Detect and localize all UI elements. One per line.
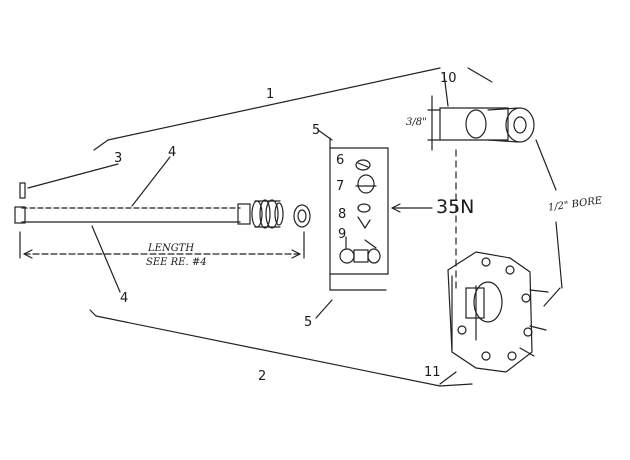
hardware-bracket xyxy=(315,129,433,319)
callout-4-bottom: 4 xyxy=(120,291,129,306)
length-reference-label: SEE RE. #4 xyxy=(146,257,207,268)
small-parts xyxy=(339,159,381,264)
callout-10: 10 xyxy=(440,71,457,86)
callout-8: 8 xyxy=(338,207,347,222)
callout-4-top: 4 xyxy=(168,145,177,160)
callout-2: 2 xyxy=(258,369,267,384)
callout-9: 9 xyxy=(338,227,347,242)
length-label: LENGTH xyxy=(148,243,195,254)
bottom-boundary-line xyxy=(89,309,473,387)
callout-5-bottom: 5 xyxy=(304,315,313,330)
callout-7: 7 xyxy=(336,179,345,194)
callout-11: 11 xyxy=(424,365,441,380)
top-boundary-line xyxy=(93,67,493,151)
shaft xyxy=(14,182,241,224)
callout-6: 6 xyxy=(336,153,345,168)
coupling xyxy=(427,73,535,291)
hub-flange xyxy=(439,251,549,385)
washer xyxy=(293,204,311,228)
dimension-label: 3/8" xyxy=(406,117,427,128)
callout-5-top: 5 xyxy=(312,123,321,138)
callout-35n: 35N xyxy=(436,196,475,218)
callout-1: 1 xyxy=(266,87,275,102)
length-dimension xyxy=(19,231,305,259)
bore-dimension xyxy=(535,139,563,307)
callout-3: 3 xyxy=(114,151,123,166)
bearing-assembly xyxy=(237,199,284,229)
